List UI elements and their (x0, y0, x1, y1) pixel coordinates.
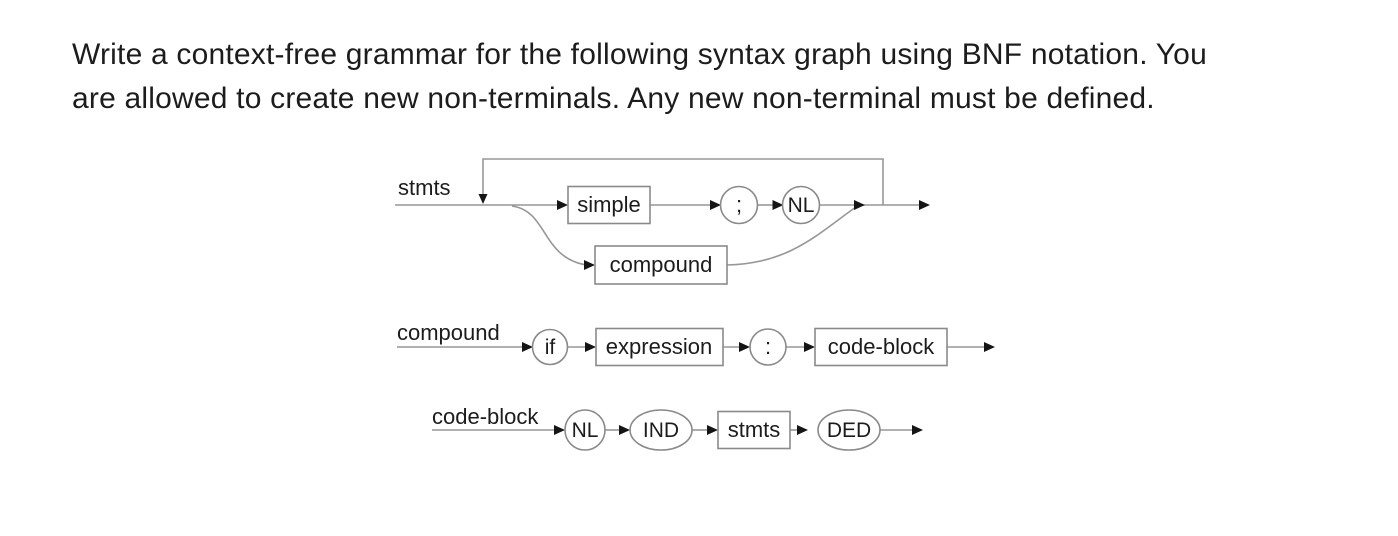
arrow-right-icon (554, 425, 565, 435)
rule-code-block: code-block NL IND stmts DED (432, 404, 923, 451)
terminal-label: ; (736, 192, 742, 217)
terminal-label: NL (788, 194, 815, 217)
terminal-circle-semicolon (719, 185, 759, 225)
nonterminal-label: code-block (828, 334, 935, 359)
branch-line (511, 205, 587, 266)
terminal-label: if (545, 336, 556, 359)
nonterminal-label: compound (610, 252, 713, 277)
nonterminal-box-compound (594, 245, 728, 285)
arrow-right-icon (739, 342, 750, 352)
terminal-label: DED (827, 419, 871, 442)
nonterminal-box-simple (567, 185, 651, 225)
rule-label-stmts: stmts (398, 175, 451, 200)
arrow-right-icon (710, 200, 721, 210)
rule-stmts: stmts simple ; NL compound (395, 158, 930, 285)
arrow-down-icon (478, 194, 488, 204)
terminal-circle-colon (749, 328, 787, 366)
terminal-circle-nl (781, 185, 821, 225)
terminal-circle-if (531, 328, 569, 366)
question-line-1: Write a context-free grammar for the fol… (72, 38, 1207, 71)
nonterminal-box-expression (595, 327, 724, 367)
arrow-right-icon (919, 200, 930, 210)
terminal-ellipse-ded (817, 409, 881, 451)
arrow-right-icon (584, 260, 595, 270)
arrow-right-icon (854, 200, 865, 210)
nonterminal-box-code-block (814, 327, 948, 367)
nonterminal-label: simple (577, 192, 641, 217)
terminal-ellipse-ind (629, 409, 693, 451)
nonterminal-label: stmts (728, 417, 781, 442)
arrow-right-icon (707, 425, 718, 435)
arrow-right-icon (585, 342, 596, 352)
question-line-2: are allowed to create new non-terminals.… (72, 82, 1155, 115)
arrow-right-icon (912, 425, 923, 435)
terminal-label: IND (643, 419, 679, 442)
arrow-right-icon (797, 425, 808, 435)
rule-label-compound: compound (397, 320, 500, 345)
rule-label-code-block: code-block (432, 404, 539, 429)
question-text: Write a context-free grammar for the fol… (72, 33, 1362, 121)
terminal-label: : (765, 334, 771, 359)
terminal-label: NL (572, 419, 599, 442)
arrow-right-icon (522, 342, 533, 352)
loop-line (482, 158, 884, 205)
arrow-right-icon (619, 425, 630, 435)
nonterminal-box-stmts (717, 410, 791, 450)
terminal-circle-nl (564, 409, 606, 451)
nonterminal-label: expression (606, 334, 712, 359)
branch-line (726, 206, 857, 266)
arrow-right-icon (984, 342, 995, 352)
arrow-right-icon (804, 342, 815, 352)
arrow-right-icon (557, 200, 568, 210)
rule-compound: compound if expression : code-block (397, 320, 995, 367)
arrow-right-icon (772, 200, 784, 210)
